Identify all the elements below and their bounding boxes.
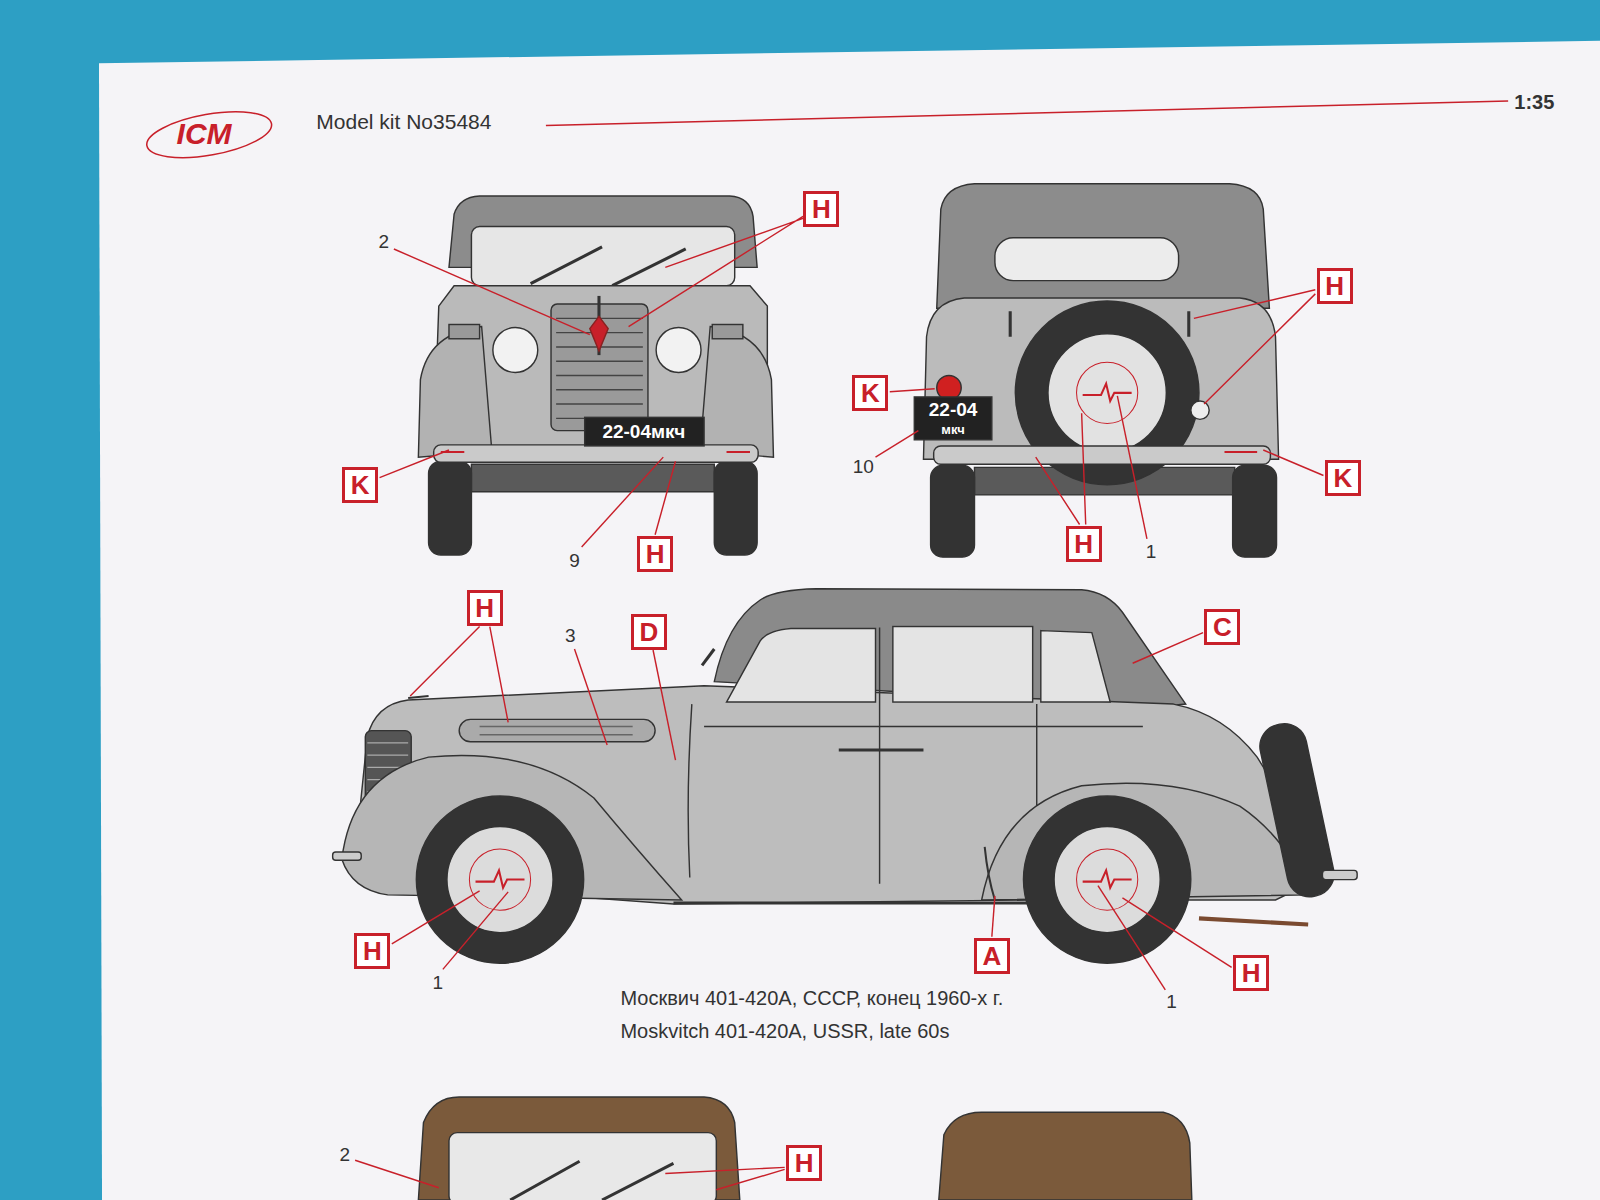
callout-number: 1 bbox=[432, 972, 443, 993]
callout-letter: H bbox=[1242, 960, 1261, 986]
callout-letter: H bbox=[795, 1150, 814, 1176]
callout-letter: K bbox=[861, 380, 880, 406]
callout-number: 1 bbox=[1166, 992, 1177, 1013]
callout-letter: C bbox=[1213, 614, 1232, 640]
callout-letter: K bbox=[351, 472, 370, 498]
callout-letter-box: H bbox=[354, 933, 390, 969]
kit-number: Model kit No35484 bbox=[316, 111, 491, 134]
callout-letter: H bbox=[475, 595, 494, 621]
callout-letter-box: H bbox=[1317, 268, 1353, 304]
callout-letter-box: A bbox=[974, 938, 1010, 974]
callout-letter-box: K bbox=[852, 375, 888, 411]
callout-letter: H bbox=[812, 196, 831, 222]
logo-swoosh bbox=[143, 104, 275, 166]
callout-letter-box: H bbox=[1233, 955, 1269, 991]
second-variant-views bbox=[418, 1097, 1191, 1200]
callout-letter: H bbox=[1325, 273, 1344, 299]
callout-letter: D bbox=[640, 619, 659, 645]
callout-number: 3 bbox=[565, 625, 576, 646]
scale: 1:35 bbox=[1514, 91, 1554, 113]
callout-letter-box: H bbox=[467, 590, 503, 626]
header-rule bbox=[546, 101, 1508, 125]
callout-letter-box: K bbox=[1325, 460, 1361, 496]
callout-letter-box: H bbox=[786, 1145, 822, 1181]
leader-lines bbox=[355, 216, 1323, 1189]
callout-number: 2 bbox=[378, 231, 389, 252]
license-plate-text: мкч bbox=[941, 422, 965, 436]
callout-letter-box: C bbox=[1204, 609, 1240, 645]
license-plate-text: 22-04 bbox=[929, 400, 978, 421]
callout-letter: H bbox=[646, 541, 665, 567]
callout-letter-box: D bbox=[631, 614, 667, 650]
caption-russian: Москвич 401-420A, СССР, конец 1960-х г. bbox=[620, 987, 1003, 1009]
callout-letter: H bbox=[1074, 531, 1093, 557]
callout-number: 1 bbox=[1146, 542, 1157, 563]
callout-letter: K bbox=[1333, 465, 1352, 491]
caption-english: Moskvitch 401-420A, USSR, late 60s bbox=[620, 1020, 949, 1042]
callout-letter: H bbox=[363, 938, 382, 964]
side-view bbox=[333, 589, 1357, 963]
callout-number: 2 bbox=[340, 1145, 351, 1166]
rear-view bbox=[914, 184, 1278, 557]
license-plate-text: 22-04мкч bbox=[602, 421, 685, 442]
paper-sheet bbox=[99, 41, 1600, 1200]
callout-letter: A bbox=[982, 943, 1001, 969]
callout-number: 9 bbox=[569, 551, 580, 572]
callout-letter-box: H bbox=[637, 536, 673, 572]
callout-letter-box: H bbox=[1066, 526, 1102, 562]
front-view bbox=[418, 196, 773, 555]
callout-letter-box: H bbox=[803, 191, 839, 227]
callout-number: 10 bbox=[853, 457, 874, 478]
callout-letter-box: K bbox=[342, 467, 378, 503]
brand-logo: ICM bbox=[177, 116, 232, 149]
